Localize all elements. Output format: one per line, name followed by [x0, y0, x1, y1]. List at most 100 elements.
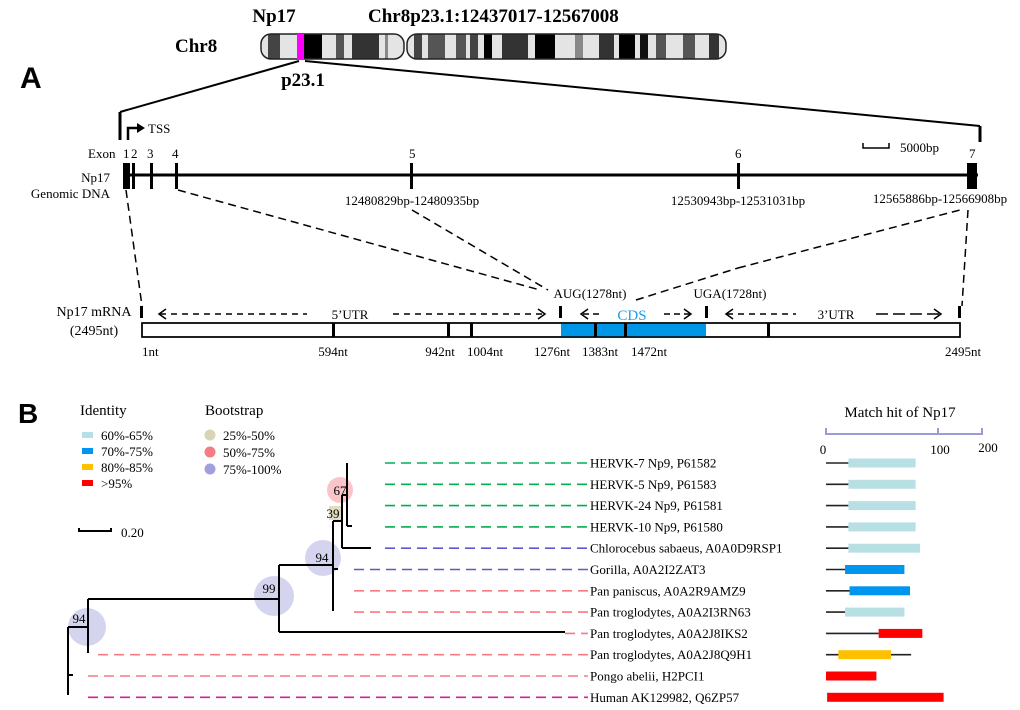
- junction-1004: [470, 323, 473, 337]
- identity-legend-label: 80%-85%: [101, 460, 153, 475]
- exon-number-4: 4: [172, 146, 179, 161]
- match-hit-bar: [826, 671, 877, 681]
- identity-swatch: [82, 432, 93, 438]
- tss-arrow-icon: [126, 123, 145, 140]
- exon7-coords: 12565886bp-12566908bp: [873, 191, 1007, 206]
- bootstrap-swatch: [204, 446, 216, 458]
- bootstrap-value-94-root: 94: [73, 611, 87, 626]
- match-hit-axis: [825, 428, 983, 435]
- match-hit-bar: [848, 543, 921, 553]
- bootstrap-node-39: [329, 506, 343, 520]
- exon-number-3: 3: [147, 146, 154, 161]
- tss-label: TSS: [148, 121, 170, 136]
- identity-swatch: [82, 480, 93, 486]
- np17-band-highlight: [297, 34, 304, 60]
- taxon-label: HERVK-24 Np9, P61581: [590, 498, 723, 513]
- match-hit-bar: [878, 628, 923, 638]
- chromosome-ideogram: [260, 33, 727, 60]
- pos-1383nt: 1383nt: [582, 344, 619, 359]
- pos-942nt: 942nt: [425, 344, 455, 359]
- taxon-label: HERVK-10 Np9, P61580: [590, 519, 723, 534]
- exon6-coords: 12530943bp-12531031bp: [671, 193, 805, 208]
- exon5-coords: 12480829bp-12480935bp: [345, 193, 479, 208]
- mrna-start-tick: [140, 306, 143, 318]
- pos-1472nt: 1472nt: [631, 344, 668, 359]
- exon-7: [967, 163, 977, 189]
- match-hit-title: Match hit of Np17: [844, 405, 956, 421]
- junction-594: [332, 323, 335, 337]
- exon-prefix: Exon: [88, 146, 116, 161]
- utr5-arrow: [157, 308, 547, 320]
- gene-name: Np17: [252, 6, 296, 27]
- identity-legend-label: >95%: [101, 476, 132, 491]
- aug-tick: [559, 306, 562, 318]
- identity-legend-label: 70%-75%: [101, 444, 153, 459]
- bootstrap-value-67: 67: [334, 483, 348, 498]
- match-hit-bar: [827, 692, 944, 702]
- identity-swatch: [82, 464, 93, 470]
- mrna-label-2: (2495nt): [70, 324, 119, 339]
- match-hit-bar: [848, 522, 916, 532]
- junction-1472: [624, 323, 627, 337]
- match-hit-bar: [848, 501, 916, 511]
- taxon-label: Pan troglodytes, A0A2I3RN63: [590, 605, 751, 620]
- exon-6: [737, 163, 740, 189]
- taxon-label: HERVK-7 Np9, P61582: [590, 456, 716, 471]
- identity-swatch: [82, 448, 93, 454]
- bootstrap-value-39: 39: [327, 506, 340, 521]
- taxon-label: HERVK-5 Np9, P61583: [590, 477, 716, 492]
- pos-1nt: 1nt: [142, 344, 159, 359]
- tree-scale-label: 0.20: [121, 525, 144, 540]
- bootstrap-legend: 25%-50%50%-75%75%-100%: [204, 428, 282, 477]
- genomic-dna-label-1: Np17: [81, 170, 110, 185]
- utr5-label: 5’UTR: [332, 307, 369, 322]
- exon-number-6: 6: [735, 146, 742, 161]
- scale-bar-label: 5000bp: [900, 140, 939, 155]
- taxon-label: Pan troglodytes, A0A2J8IKS2: [590, 626, 748, 641]
- exon-number-2: 2: [131, 146, 138, 161]
- panel-a-label: A: [20, 62, 42, 95]
- exon-number-5: 5: [409, 146, 416, 161]
- taxon-label: Gorilla, A0A2I2ZAT3: [590, 562, 706, 577]
- cds-arrow: [579, 308, 693, 320]
- junction-3utr: [767, 323, 770, 337]
- junction-1383: [594, 323, 597, 337]
- exon-3: [150, 163, 153, 189]
- match-hit-bar: [845, 565, 905, 574]
- uga-label: UGA(1728nt): [694, 286, 767, 301]
- match-hit-bar: [848, 479, 916, 489]
- cds-label: CDS: [617, 308, 646, 324]
- exon-number-7: 7: [969, 146, 976, 161]
- band-label: p23.1: [281, 70, 325, 91]
- match-hit-bar: [845, 607, 905, 617]
- junction-942: [447, 323, 450, 337]
- match-hit-bar: [848, 458, 916, 468]
- match-hit-bar: [838, 650, 891, 660]
- tree-scale-bar: [78, 528, 112, 532]
- match-hit-bar: [849, 586, 910, 596]
- identity-legend-label: 60%-65%: [101, 428, 153, 443]
- match-hits: [826, 458, 944, 702]
- taxon-label: Pan paniscus, A0A2R9AMZ9: [590, 583, 746, 598]
- bootstrap-swatch: [204, 463, 216, 475]
- exon-1: [123, 163, 130, 189]
- utr3-arrow: [724, 308, 943, 320]
- genomic-dna-label-2: Genomic DNA: [31, 186, 111, 201]
- identity-legend: 60%-65%70%-75%80%-85%>95%: [82, 428, 153, 491]
- locus-label: Chr8p23.1:12437017-12567008: [368, 6, 619, 27]
- pos-2495nt: 2495nt: [945, 344, 982, 359]
- bootstrap-legend-label: 75%-100%: [223, 462, 282, 477]
- bootstrap-legend-label: 50%-75%: [223, 445, 275, 460]
- phylogenetic-tree: [67, 463, 565, 695]
- pos-594nt: 594nt: [318, 344, 348, 359]
- bootstrap-legend-title: Bootstrap: [205, 403, 263, 419]
- mrna-bar: [140, 306, 961, 338]
- mrna-label-1: Np17 mRNA: [56, 305, 132, 320]
- taxon-label: Human AK129982, Q6ZP57: [590, 690, 740, 705]
- taxon-label: Pan troglodytes, A0A2J8Q9H1: [590, 647, 752, 662]
- exon-2: [132, 163, 135, 189]
- zoom-line-left: [119, 60, 300, 113]
- utr3-label: 3’UTR: [818, 307, 855, 322]
- exon-4: [175, 163, 178, 189]
